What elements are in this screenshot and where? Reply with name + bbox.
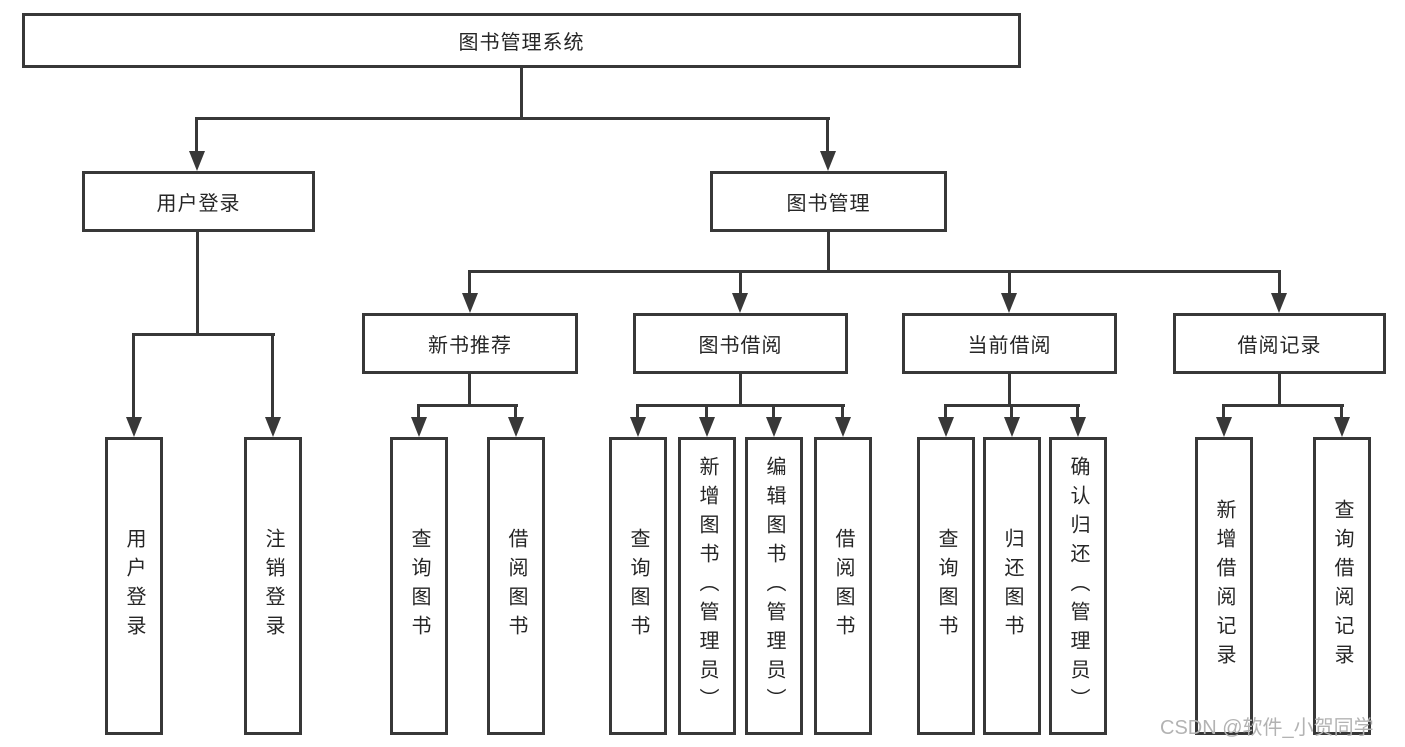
connector-stem	[468, 374, 471, 406]
arrow-down-icon	[1004, 417, 1020, 437]
leaf-label: 编辑图书（管理员）	[763, 455, 785, 717]
leaf-label: 查询图书	[408, 528, 430, 644]
arrow-down-icon	[189, 151, 205, 171]
leaf-nb-query-books: 查询图书	[390, 437, 448, 735]
connector-vline	[195, 117, 198, 153]
leaf-label: 查询图书	[935, 528, 957, 644]
node-book-borrow: 图书借阅	[633, 313, 848, 374]
arrow-down-icon	[938, 417, 954, 437]
connector-root-stem	[520, 68, 523, 120]
connector-vline	[1010, 404, 1013, 420]
connector-rail-userlogin	[132, 333, 275, 336]
node-label: 借阅记录	[1237, 335, 1322, 357]
arrow-down-icon	[1271, 293, 1287, 313]
leaf-bb-edit-books-admin: 编辑图书（管理员）	[745, 437, 803, 735]
csdn-watermark: CSDN @软件_小贺同学	[1160, 717, 1374, 739]
leaf-label: 查询借阅记录	[1331, 499, 1353, 673]
leaf-nb-borrow-books: 借阅图书	[487, 437, 545, 735]
arrow-down-icon	[1216, 417, 1232, 437]
node-user-login: 用户登录	[82, 171, 315, 232]
connector-vline	[132, 333, 135, 419]
node-label: 图书管理系统	[458, 32, 585, 54]
arrow-down-icon	[411, 417, 427, 437]
node-label: 当前借阅	[967, 335, 1052, 357]
connector-vline	[1076, 404, 1079, 420]
leaf-br-query-record: 查询借阅记录	[1313, 437, 1371, 735]
leaf-cb-return-books: 归还图书	[983, 437, 1041, 735]
connector-vline	[1340, 404, 1343, 420]
arrow-down-icon	[630, 417, 646, 437]
arrow-down-icon	[766, 417, 782, 437]
node-book-management: 图书管理	[710, 171, 947, 232]
leaf-label: 归还图书	[1001, 528, 1023, 644]
node-current-borrow: 当前借阅	[902, 313, 1117, 374]
leaf-label: 新增借阅记录	[1213, 499, 1235, 673]
connector-stem	[1008, 374, 1011, 406]
node-label: 图书借阅	[698, 335, 783, 357]
connector-rail	[636, 404, 845, 407]
connector-vline	[944, 404, 947, 420]
connector-stem	[739, 374, 742, 406]
arrow-down-icon	[1001, 293, 1017, 313]
connector-vline	[271, 333, 274, 419]
arrow-down-icon	[835, 417, 851, 437]
connector-vline	[705, 404, 708, 420]
leaf-logout: 注销登录	[244, 437, 302, 735]
connector-userlogin-stem	[196, 232, 199, 336]
arrow-down-icon	[1070, 417, 1086, 437]
arrow-down-icon	[1334, 417, 1350, 437]
node-label: 图书管理	[786, 193, 871, 215]
node-library-system: 图书管理系统	[22, 13, 1021, 68]
node-borrow-records: 借阅记录	[1173, 313, 1386, 374]
connector-bookmgmt-stem	[827, 232, 830, 273]
connector-vline	[468, 270, 471, 296]
leaf-user-login: 用户登录	[105, 437, 163, 735]
connector-vline	[739, 270, 742, 296]
connector-vline	[1278, 270, 1281, 296]
connector-vline	[772, 404, 775, 420]
arrow-down-icon	[732, 293, 748, 313]
arrow-down-icon	[699, 417, 715, 437]
node-label: 用户登录	[156, 193, 241, 215]
leaf-label: 借阅图书	[832, 528, 854, 644]
connector-rail-level3	[468, 270, 1281, 273]
node-new-book-recommend: 新书推荐	[362, 313, 578, 374]
arrow-down-icon	[820, 151, 836, 171]
connector-rail-level2	[195, 117, 830, 120]
leaf-label: 借阅图书	[505, 528, 527, 644]
leaf-label: 查询图书	[627, 528, 649, 644]
leaf-br-add-record: 新增借阅记录	[1195, 437, 1253, 735]
connector-vline	[514, 404, 517, 420]
arrow-down-icon	[126, 417, 142, 437]
leaf-label: 确认归还（管理员）	[1067, 455, 1089, 717]
leaf-label: 注销登录	[262, 528, 284, 644]
arrow-down-icon	[265, 417, 281, 437]
connector-vline	[1008, 270, 1011, 296]
connector-vline	[826, 117, 829, 153]
connector-vline	[417, 404, 420, 420]
leaf-bb-borrow-books: 借阅图书	[814, 437, 872, 735]
connector-rail	[417, 404, 518, 407]
arrow-down-icon	[462, 293, 478, 313]
arrow-down-icon	[508, 417, 524, 437]
leaf-bb-query-books: 查询图书	[609, 437, 667, 735]
leaf-cb-query-books: 查询图书	[917, 437, 975, 735]
connector-stem	[1278, 374, 1281, 406]
connector-vline	[636, 404, 639, 420]
node-label: 新书推荐	[428, 335, 512, 357]
connector-rail	[1222, 404, 1344, 407]
leaf-cb-confirm-return-admin: 确认归还（管理员）	[1049, 437, 1107, 735]
leaf-label: 新增图书（管理员）	[696, 455, 718, 717]
leaf-bb-add-books-admin: 新增图书（管理员）	[678, 437, 736, 735]
leaf-label: 用户登录	[123, 528, 145, 644]
connector-vline	[841, 404, 844, 420]
connector-vline	[1222, 404, 1225, 420]
